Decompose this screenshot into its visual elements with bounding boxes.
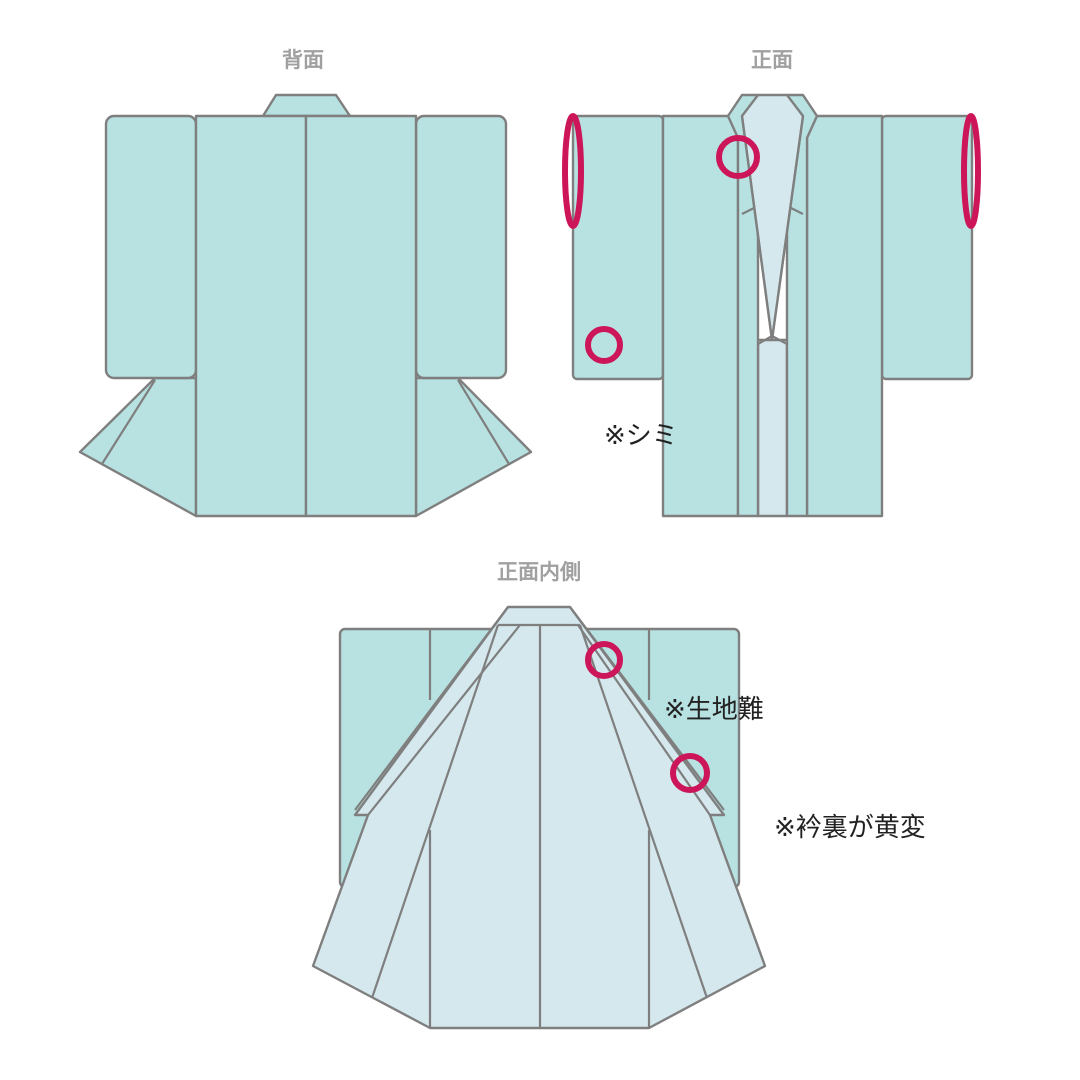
inside-right-collar-inner	[577, 624, 711, 816]
back-view	[78, 93, 533, 518]
back-left-gusset	[78, 376, 198, 518]
front-left-body-panel	[661, 114, 740, 518]
inside-view	[311, 605, 767, 1030]
inside-left-collar-outer	[354, 606, 509, 811]
front-collar-stain-marker	[716, 135, 760, 179]
front-right-lapel-seam	[770, 115, 805, 341]
front-left-lapel-cross	[741, 207, 755, 215]
inside-defect-markers	[585, 641, 710, 793]
front-left-sleeve-edge-marker	[562, 113, 584, 229]
front-lining-strip	[756, 338, 789, 518]
back-right-gusset	[414, 376, 533, 518]
back-left-gusset-seam	[101, 379, 156, 465]
collar-yellowing-note: ※衿裏が黄変	[774, 813, 926, 843]
front-right-collar-band	[785, 93, 819, 518]
back-right-gusset-seam	[457, 379, 510, 465]
front-lapel-join-right	[771, 335, 788, 345]
back-collar	[261, 93, 352, 118]
front-lapel-join-left	[757, 335, 773, 345]
back-view-title: 背面	[282, 48, 324, 72]
front-sleeve-stain-marker	[585, 326, 623, 364]
front-view	[571, 93, 974, 518]
inside-collar-upper-marker	[585, 641, 623, 679]
back-right-sleeve	[414, 114, 508, 380]
front-right-body-panel	[805, 114, 884, 518]
inside-panel-seam-1	[370, 624, 500, 999]
inside-right-collar-outer	[569, 606, 725, 811]
fabric-damage-note: ※生地難	[664, 695, 764, 725]
front-right-lapel-cross	[790, 207, 804, 215]
front-right-sleeve	[880, 114, 974, 381]
stain-note: ※シミ	[604, 421, 678, 451]
back-right-body-panel	[304, 114, 418, 518]
back-left-body-panel	[194, 114, 308, 518]
inside-panel-seam-5	[578, 624, 709, 999]
inside-left-collar-inner	[367, 624, 521, 816]
front-view-title: 正面	[751, 48, 793, 72]
front-left-lapel-seam	[740, 115, 774, 341]
front-defect-markers	[562, 113, 981, 364]
inside-view-title: 正面内側	[497, 560, 581, 584]
back-left-sleeve	[104, 114, 198, 380]
front-right-sleeve-edge-marker	[961, 113, 981, 229]
inside-collar-lower-marker	[670, 753, 710, 793]
